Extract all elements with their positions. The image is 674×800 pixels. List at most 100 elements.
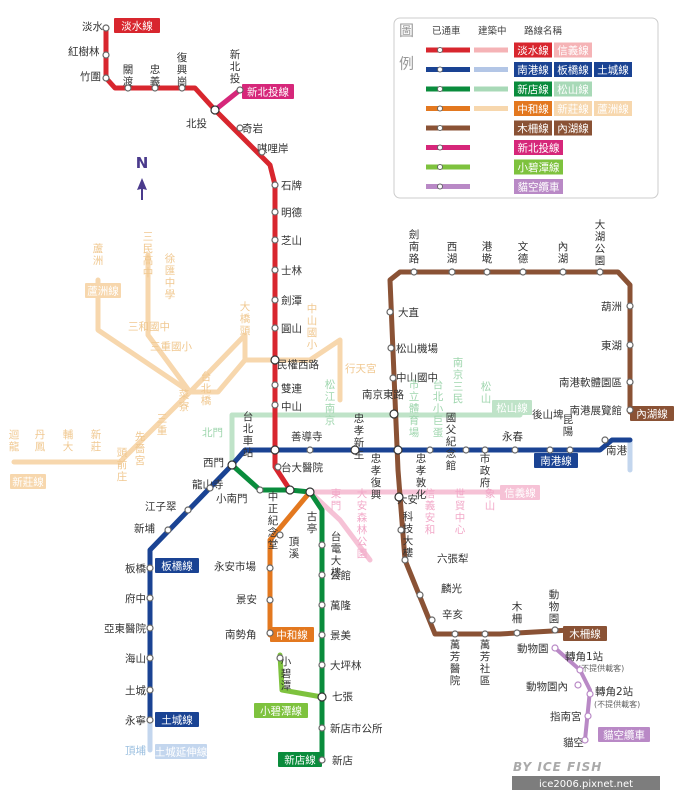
legend-name-1-2[interactable]: 土城線 bbox=[597, 64, 629, 77]
dot-songshan_airport[interactable] bbox=[387, 344, 395, 352]
station-dazhi[interactable]: 大直 bbox=[398, 306, 419, 319]
station-xindian[interactable]: 新店 bbox=[332, 754, 353, 767]
legend-name-2-0[interactable]: 新店線 bbox=[517, 83, 549, 96]
line-label-xinzhuang[interactable]: 新莊線 bbox=[12, 476, 44, 489]
legend-name-1-1[interactable]: 板橋線 bbox=[557, 64, 589, 77]
dot-minquan[interactable] bbox=[270, 355, 280, 365]
station-huzhou[interactable]: 葫洲 bbox=[601, 301, 622, 313]
station-f_xianse[interactable]: 先嗇宮 bbox=[135, 431, 146, 467]
station-nangang_park[interactable]: 南港軟體園區 bbox=[559, 376, 622, 389]
dot-xiaobitan[interactable] bbox=[276, 654, 284, 662]
line-label-xinbeitou[interactable]: 新北投線 bbox=[247, 86, 289, 99]
dot-xinpu[interactable] bbox=[164, 526, 172, 534]
station-yongchun[interactable]: 永春 bbox=[502, 430, 523, 443]
dot-tamsui[interactable] bbox=[102, 24, 110, 32]
dot-tucheng[interactable] bbox=[146, 686, 154, 694]
dot-shuanglian[interactable] bbox=[271, 381, 279, 389]
dot-fuzhong[interactable] bbox=[146, 594, 154, 602]
station-f_toqian[interactable]: 頭前庄 bbox=[117, 447, 128, 483]
station-f_dongmen[interactable]: 東門 bbox=[331, 487, 342, 512]
station-xiaobitan[interactable]: 小碧潭 bbox=[281, 656, 292, 692]
dot-taipei_main[interactable] bbox=[270, 445, 280, 455]
legend-name-1-0[interactable]: 南港線 bbox=[517, 64, 549, 77]
dot-daan[interactable] bbox=[394, 492, 404, 502]
station-f_beimen[interactable]: 北門 bbox=[202, 427, 223, 439]
dot-donghu[interactable] bbox=[626, 341, 634, 349]
station-f_xinyi_anhe[interactable]: 信義安和 bbox=[425, 488, 436, 536]
dot-xindian[interactable] bbox=[318, 756, 326, 764]
line-label-nangang[interactable]: 南港線 bbox=[540, 455, 572, 468]
station-dingxi[interactable]: 頂溪 bbox=[289, 536, 300, 560]
dot-city_hall[interactable] bbox=[481, 446, 489, 454]
station-f_zhongshan_prim[interactable]: 中山國小 bbox=[307, 302, 318, 351]
line-label-neihu[interactable]: 內湖線 bbox=[636, 408, 668, 421]
station-cks_memorial[interactable]: 中正紀念堂 bbox=[268, 490, 279, 551]
station-hongshulin[interactable]: 紅樹林 bbox=[68, 45, 100, 58]
line-label-banqiao[interactable]: 板橋線 bbox=[161, 560, 193, 573]
dot-zhongxiao_dunhua[interactable] bbox=[426, 446, 434, 454]
station-dapinglin[interactable]: 大坪林 bbox=[330, 659, 362, 672]
dot-zhongshan_jhs[interactable] bbox=[389, 374, 397, 382]
dot-linguang[interactable] bbox=[416, 591, 424, 599]
station-f_taipei_bridge[interactable]: 台北橋 bbox=[201, 370, 212, 407]
legend-name-6-0[interactable]: 小碧潭線 bbox=[518, 161, 560, 174]
dot-mk_maokong[interactable] bbox=[581, 736, 589, 744]
dot-xiaonanmen[interactable] bbox=[256, 486, 264, 494]
station-f_nanjing_sanmin[interactable]: 南京三民 bbox=[453, 356, 464, 405]
legend-name-3-0[interactable]: 中和線 bbox=[517, 103, 549, 116]
station-mingde[interactable]: 明德 bbox=[281, 206, 302, 219]
dot-mk_zhinan[interactable] bbox=[584, 712, 592, 720]
dot-shilin[interactable] bbox=[271, 266, 279, 274]
station-wanfang_hosp[interactable]: 萬芳醫院 bbox=[450, 638, 461, 687]
dot-zoo[interactable] bbox=[551, 626, 559, 634]
station-houshanpi[interactable]: 後山埤 bbox=[532, 408, 564, 421]
dot-beitou[interactable] bbox=[210, 105, 220, 115]
station-zoo[interactable]: 動物園 bbox=[549, 588, 560, 625]
station-qiyan[interactable]: 奇岩 bbox=[242, 122, 263, 135]
legend-name-5-0[interactable]: 新北投線 bbox=[518, 142, 560, 155]
station-zhongxiao_xinsheng[interactable]: 忠孝新生 bbox=[354, 413, 365, 461]
dot-jiantan[interactable] bbox=[271, 296, 279, 304]
station-zhongshan_jhs[interactable]: 中山國中 bbox=[396, 371, 438, 384]
dot-hongshulin[interactable] bbox=[102, 51, 110, 59]
dot-xihu[interactable] bbox=[448, 268, 456, 276]
station-nanshijiao[interactable]: 南勢角 bbox=[225, 628, 257, 641]
station-fuxinggang[interactable]: 復興崗 bbox=[177, 51, 188, 88]
legend-name-4-0[interactable]: 木柵線 bbox=[517, 122, 549, 135]
dot-zhuwei[interactable] bbox=[102, 74, 110, 82]
dot-jingan[interactable] bbox=[266, 596, 274, 604]
station-wanfang_comm[interactable]: 萬芳社區 bbox=[480, 638, 491, 687]
station-jiangzicui[interactable]: 江子翠 bbox=[145, 501, 177, 513]
station-mk_zhinan[interactable]: 指南宮 bbox=[550, 710, 582, 723]
line-label-muzha[interactable]: 木柵線 bbox=[569, 628, 601, 641]
station-wende[interactable]: 文德 bbox=[518, 240, 529, 265]
station-neihu[interactable]: 內湖 bbox=[558, 241, 569, 265]
station-nangang_exhib[interactable]: 南港展覽館 bbox=[570, 404, 623, 417]
line-label-tucheng[interactable]: 土城線 bbox=[161, 714, 193, 727]
station-f_taipei_arena[interactable]: 台北小巨蛋 bbox=[433, 378, 444, 439]
station-beitou[interactable]: 北投 bbox=[186, 117, 207, 130]
station-taipower[interactable]: 台電大樓 bbox=[331, 530, 342, 579]
line-label-luzhou[interactable]: 蘆洲線 bbox=[87, 285, 119, 298]
station-longshan[interactable]: 龍山寺 bbox=[192, 478, 224, 491]
station-f_songjiang[interactable]: 松江南京 bbox=[325, 378, 336, 427]
station-mk_maokong[interactable]: 貓空 bbox=[563, 736, 584, 749]
dot-yongchun[interactable] bbox=[511, 446, 519, 454]
station-haishan[interactable]: 海山 bbox=[125, 652, 146, 665]
station-yongning[interactable]: 永寧 bbox=[125, 714, 146, 727]
dot-gongguan[interactable] bbox=[318, 571, 326, 579]
dot-muzha[interactable] bbox=[513, 629, 521, 637]
dot-wanfang_hosp[interactable] bbox=[451, 630, 459, 638]
legend-name-4-1[interactable]: 內湖線 bbox=[557, 122, 589, 135]
station-zhongxiao_fuxing[interactable]: 忠孝復興 bbox=[371, 453, 382, 501]
dot-zhongxiao_xinsheng[interactable] bbox=[350, 445, 360, 455]
station-fuzhong[interactable]: 府中 bbox=[125, 592, 146, 605]
station-muzha[interactable]: 木柵 bbox=[512, 601, 523, 625]
station-f_daan_park[interactable]: 大安森林公園 bbox=[357, 487, 368, 560]
station-kunyang[interactable]: 昆陽 bbox=[563, 414, 574, 438]
station-songshan_airport[interactable]: 松山機場 bbox=[396, 342, 438, 355]
dot-jiannan[interactable] bbox=[410, 268, 418, 276]
station-f_xinzhuang[interactable]: 新莊 bbox=[91, 428, 102, 453]
line-label-xiaobitan[interactable]: 小碧潭線 bbox=[260, 705, 302, 718]
station-tamsui[interactable]: 淡水 bbox=[82, 21, 103, 33]
